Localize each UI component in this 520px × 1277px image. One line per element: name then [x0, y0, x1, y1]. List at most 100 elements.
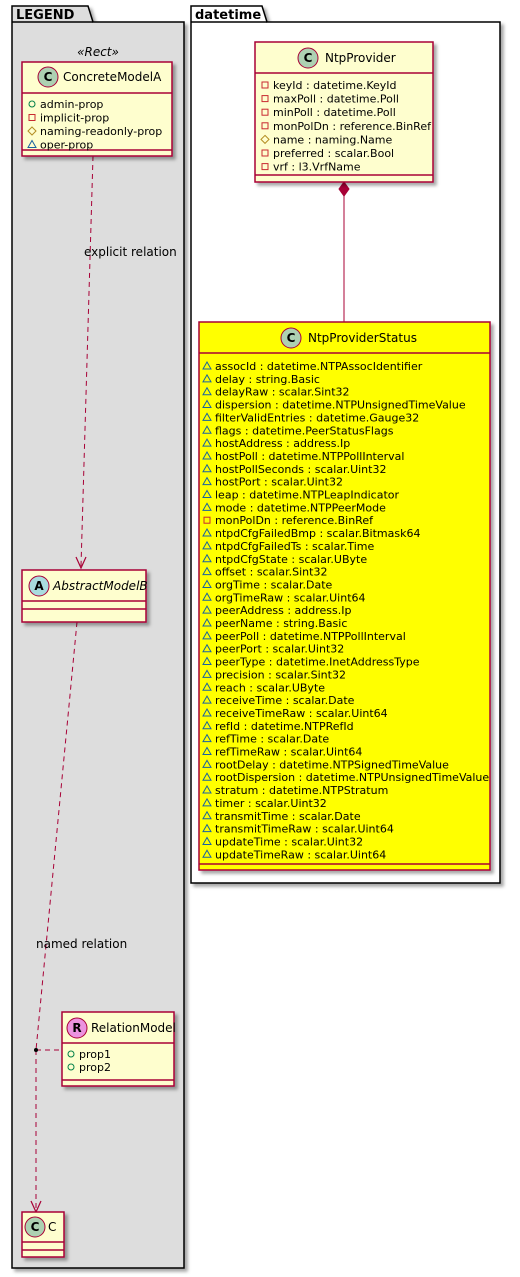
attribute-row: keyId : datetime.KeyId — [273, 79, 397, 92]
package-visibility-icon — [202, 759, 212, 768]
package-visibility-icon — [202, 592, 212, 601]
package-visibility-icon — [202, 579, 212, 588]
attribute-row: reach : scalar.UByte — [215, 681, 325, 694]
attribute-row: minPoll : datetime.Poll — [273, 106, 396, 119]
attribute-row: name : naming.Name — [273, 133, 393, 146]
attribute-row: hostPort : scalar.Uint32 — [215, 476, 343, 489]
private-visibility-icon — [261, 122, 269, 130]
package-visibility-icon — [202, 528, 212, 537]
attribute-list: assocId : datetime.NTPAssocIdentifier del… — [202, 360, 489, 861]
attribute-row: peerPort : scalar.Uint32 — [215, 643, 344, 656]
package-visibility-icon — [202, 360, 212, 370]
attribute-row: refId : datetime.NTPRefId — [215, 720, 354, 733]
attribute-row: monPolDn : reference.BinRef — [215, 514, 374, 527]
package-visibility-icon — [202, 630, 212, 640]
attribute-row: naming-readonly-prop — [40, 125, 162, 138]
attribute-row: admin-prop — [40, 98, 103, 111]
class-name: C — [48, 1220, 56, 1234]
class-glyph: C — [304, 51, 313, 65]
package-visibility-icon — [202, 489, 212, 498]
private-visibility-icon — [261, 163, 269, 171]
package-visibility-icon — [202, 463, 212, 473]
association-point — [34, 1048, 38, 1052]
class-glyph: A — [34, 579, 44, 593]
attribute-row: updateTimeRaw : scalar.Uint64 — [215, 848, 386, 861]
package-visibility-icon — [202, 412, 212, 421]
attribute-row: peerAddress : address.Ip — [215, 604, 352, 617]
package-visibility-icon — [27, 139, 37, 148]
attribute-row: dispersion : datetime.NTPUnsignedTimeVal… — [215, 399, 466, 412]
private-visibility-icon — [261, 149, 269, 157]
class-ntp-provider: C NtpProvider keyId : datetime.KeyIdmaxP… — [254, 41, 434, 183]
attribute-row: filterValidEntries : datetime.Gauge32 — [215, 411, 419, 424]
package-visibility-icon — [202, 399, 212, 409]
attribute-row: stratum : datetime.NTPStratum — [215, 784, 388, 797]
attribute-row: ntpdCfgFailedBmp : scalar.Bitmask64 — [215, 527, 420, 540]
class-name: ConcreteModelA — [63, 70, 162, 84]
attribute-row: monPolDn : reference.BinRef — [273, 120, 432, 133]
attribute-row: vrf : l3.VrfName — [273, 161, 361, 174]
class-type-icon — [24, 1216, 46, 1238]
package-visibility-icon — [202, 438, 212, 447]
protected-visibility-icon — [260, 134, 270, 145]
package-visibility-icon — [202, 617, 212, 627]
attribute-row: peerPoll : datetime.NTPPollInterval — [215, 630, 406, 643]
abstract-type-icon — [28, 575, 50, 597]
legend-package-title: LEGEND — [16, 8, 75, 23]
package-visibility-icon — [202, 810, 212, 820]
class-glyph: C — [44, 70, 53, 84]
attribute-row: offset : scalar.Sint32 — [215, 566, 327, 579]
private-visibility-icon — [261, 81, 269, 89]
package-visibility-icon — [202, 849, 212, 858]
package-visibility-icon — [202, 605, 212, 614]
attribute-row: preferred : scalar.Bool — [273, 147, 394, 160]
private-visibility-icon — [203, 516, 211, 524]
package-visibility-icon — [202, 669, 212, 678]
private-visibility-icon — [261, 108, 269, 116]
attribute-row: delayRaw : scalar.Sint32 — [215, 386, 350, 399]
attribute-list: admin-propimplicit-propnaming-readonly-p… — [27, 98, 162, 152]
legend-stereotype: «Rect» — [77, 45, 119, 59]
class-glyph: C — [31, 1220, 40, 1234]
attribute-row: prop1 — [79, 1048, 111, 1061]
relation-type-icon — [66, 1017, 88, 1039]
class-name: RelationModel — [91, 1021, 176, 1035]
datetime-package-title: datetime — [195, 8, 261, 23]
class-name: AbstractModelB — [52, 579, 148, 593]
attribute-row: orgTimeRaw : scalar.Uint64 — [215, 591, 366, 604]
package-visibility-icon — [202, 707, 212, 717]
class-c: C C — [21, 1211, 65, 1258]
package-visibility-icon — [202, 836, 212, 845]
attribute-row: orgTime : scalar.Date — [215, 578, 333, 591]
attribute-row: prop2 — [79, 1061, 111, 1074]
class-type-icon — [280, 327, 302, 349]
attribute-row: assocId : datetime.NTPAssocIdentifier — [215, 360, 423, 373]
attribute-row: peerType : datetime.InetAddressType — [215, 656, 420, 669]
attribute-row: oper-prop — [40, 139, 93, 152]
class-name: NtpProvider — [325, 51, 396, 65]
package-visibility-icon — [202, 643, 212, 653]
class-ntp-provider-status: C NtpProviderStatus assocId : datetime.N… — [198, 321, 491, 871]
public-visibility-icon — [67, 1063, 75, 1071]
package-visibility-icon — [202, 476, 212, 486]
package-visibility-icon — [202, 425, 212, 434]
attribute-row: flags : datetime.PeerStatusFlags — [215, 424, 394, 437]
class-name: NtpProviderStatus — [308, 331, 417, 345]
public-visibility-icon — [67, 1050, 75, 1058]
package-visibility-icon — [202, 797, 212, 807]
package-visibility-icon — [202, 566, 212, 576]
attribute-row: precision : scalar.Sint32 — [215, 668, 346, 681]
attribute-row: implicit-prop — [40, 112, 109, 125]
package-visibility-icon — [202, 540, 212, 550]
attribute-row: hostAddress : address.Ip — [215, 437, 350, 450]
class-type-icon — [37, 66, 59, 88]
class-type-icon — [297, 47, 319, 69]
class-abstract-model-b: A AbstractModelB — [21, 569, 148, 623]
explicit-relation-label: explicit relation — [84, 245, 177, 259]
package-visibility-icon — [202, 746, 212, 755]
attribute-row: rootDelay : datetime.NTPSignedTimeValue — [215, 758, 449, 771]
class-glyph: C — [287, 331, 296, 345]
attribute-row: ntpdCfgFailedTs : scalar.Time — [215, 540, 375, 553]
